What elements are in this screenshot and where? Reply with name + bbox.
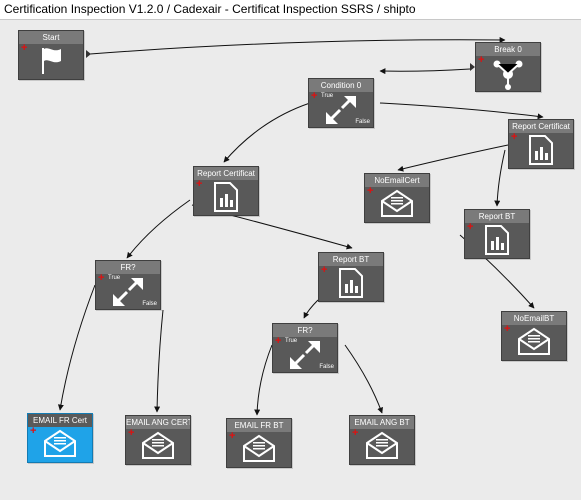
envelope-icon [44,429,76,457]
node-break0[interactable]: Break 0 + [475,42,541,92]
add-icon[interactable]: + [352,427,359,439]
node-noemailbt-title: NoEmailBT [502,312,566,325]
report-icon [529,135,553,165]
envelope-icon [518,327,550,355]
node-condition0-title: Condition 0 [309,79,373,92]
report-icon [485,225,509,255]
node-email-fr-cert-title: EMAIL FR Cert [28,414,92,427]
window-title: Certification Inspection V1.2.0 / Cadexa… [4,2,416,16]
add-icon[interactable]: + [504,323,511,335]
node-report-certificat-left-title: Report Certificat [194,167,258,180]
add-icon[interactable]: + [196,178,203,190]
add-icon[interactable]: + [98,272,105,284]
envelope-icon [381,189,413,217]
split-arrows-icon [290,341,320,369]
envelope-icon [366,431,398,459]
envelope-icon [142,431,174,459]
add-icon[interactable]: + [321,264,328,276]
node-noemailcert-title: NoEmailCert [365,174,429,187]
node-report-bt-mid[interactable]: Report BT + [318,252,384,302]
node-break0-title: Break 0 [476,43,540,56]
node-fr-left[interactable]: FR? + True False [95,260,161,310]
false-branch-label: False [355,119,370,125]
flag-icon [42,48,61,74]
node-report-bt-right[interactable]: Report BT + [464,209,530,259]
add-icon[interactable]: + [128,427,135,439]
output-port[interactable] [86,50,91,58]
node-email-fr-bt-title: EMAIL FR BT [227,419,291,432]
split-arrows-icon [326,96,356,124]
add-icon[interactable]: + [478,54,485,66]
add-icon[interactable]: + [30,425,37,437]
true-branch-label: True [285,338,298,344]
add-icon[interactable]: + [229,430,236,442]
report-icon [214,182,238,212]
node-fr-mid[interactable]: FR? + True False [272,323,338,373]
node-email-ang-cert-title: EMAIL ANG CERT [126,416,190,429]
report-icon [339,268,363,298]
true-branch-label: True [108,275,121,281]
node-noemailbt[interactable]: NoEmailBT + [501,311,567,361]
node-report-bt-right-title: Report BT [465,210,529,223]
false-branch-label: False [142,301,157,307]
split-arrows-icon [113,278,143,306]
add-icon[interactable]: + [467,221,474,233]
node-email-fr-bt[interactable]: EMAIL FR BT + [226,418,292,468]
add-icon[interactable]: + [275,335,282,347]
node-condition0[interactable]: Condition 0 + True False [308,78,374,128]
node-report-bt-mid-title: Report BT [319,253,383,266]
true-branch-label: True [321,93,334,99]
node-report-certificat-right[interactable]: Report Certificat + [508,119,574,169]
node-report-certificat-right-title: Report Certificat [509,120,573,133]
node-email-ang-bt[interactable]: EMAIL ANG BT + [349,415,415,465]
node-fr-mid-title: FR? [273,324,337,337]
input-port[interactable] [470,63,475,71]
window-titlebar: Certification Inspection V1.2.0 / Cadexa… [0,0,581,20]
node-report-certificat-left[interactable]: Report Certificat + [193,166,259,216]
node-email-fr-cert[interactable]: EMAIL FR Cert + [27,413,93,463]
envelope-icon [243,434,275,462]
node-noemailcert[interactable]: NoEmailCert + [364,173,430,223]
branch-icon [493,60,523,90]
node-email-ang-bt-title: EMAIL ANG BT [350,416,414,429]
node-fr-left-title: FR? [96,261,160,274]
node-email-ang-cert[interactable]: EMAIL ANG CERT + [125,415,191,465]
add-icon[interactable]: + [367,185,374,197]
add-icon[interactable]: + [511,131,518,143]
add-icon[interactable]: + [21,42,28,54]
node-start[interactable]: Start + [18,30,84,80]
false-branch-label: False [319,364,334,370]
node-start-title: Start [19,31,83,44]
add-icon[interactable]: + [311,90,318,102]
